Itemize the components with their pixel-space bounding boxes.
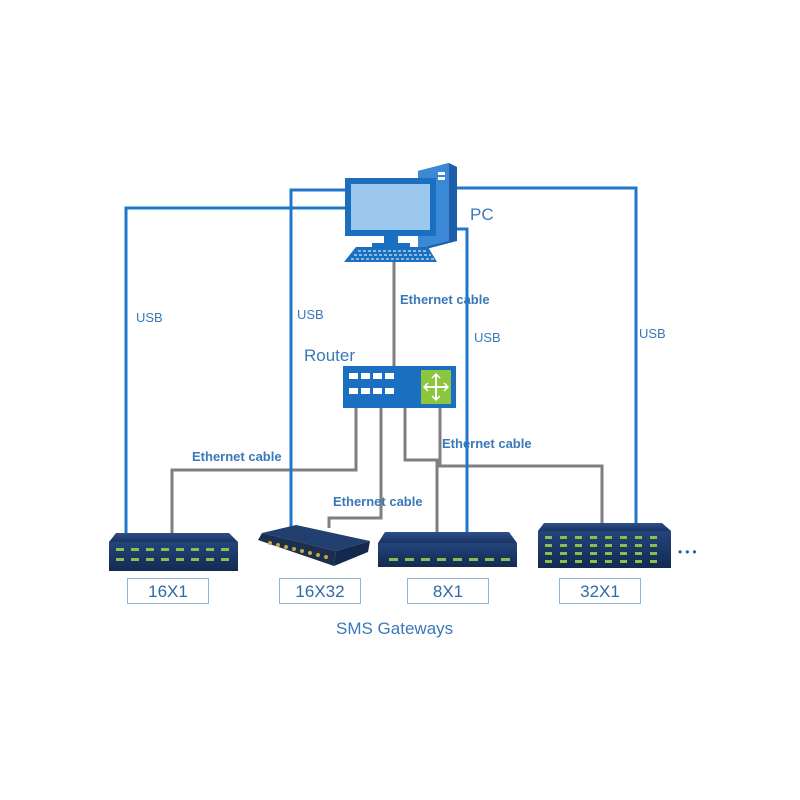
gateway-device-icon xyxy=(538,523,671,568)
more-gateways-indicator: ••• xyxy=(678,545,700,559)
usb-label-8x1: USB xyxy=(474,330,501,345)
ethernet-router-16x1 xyxy=(170,406,358,538)
gateway-device-icon xyxy=(258,525,370,566)
usb-pc-32x1 xyxy=(450,186,638,528)
pc xyxy=(344,163,457,262)
gateway-model-16x32: 16X32 xyxy=(279,578,361,604)
keyboard-icon xyxy=(344,247,437,262)
ethernet-router-16x32 xyxy=(327,406,383,528)
gateway-device-icon xyxy=(109,533,238,571)
ethernet-label-16x1: Ethernet cable xyxy=(192,449,282,464)
usb-label-16x32: USB xyxy=(297,307,324,322)
monitor-icon xyxy=(345,178,436,247)
diagram-caption: SMS Gateways xyxy=(336,619,454,638)
router-label: Router xyxy=(304,346,356,365)
ethernet-label-32x1: Ethernet cable xyxy=(442,436,532,451)
ethernet-label-pc: Ethernet cable xyxy=(400,292,490,307)
gateway-device-icon xyxy=(378,532,517,567)
ethernet-router-8x1 xyxy=(403,406,439,536)
gateway-model-8x1: 8X1 xyxy=(407,578,489,604)
pc-label: PC xyxy=(470,205,494,224)
usb-label-16x1: USB xyxy=(136,310,163,325)
gateway-model-16x1: 16X1 xyxy=(127,578,209,604)
gateway-model-32x1: 32X1 xyxy=(559,578,641,604)
usb-pc-16x1 xyxy=(124,206,350,538)
usb-label-32x1: USB xyxy=(639,326,666,341)
router-icon xyxy=(343,366,456,408)
ethernet-router-32x1 xyxy=(438,406,604,528)
ethernet-label-16x32: Ethernet cable xyxy=(333,494,423,509)
ethernet-cables xyxy=(170,258,604,538)
